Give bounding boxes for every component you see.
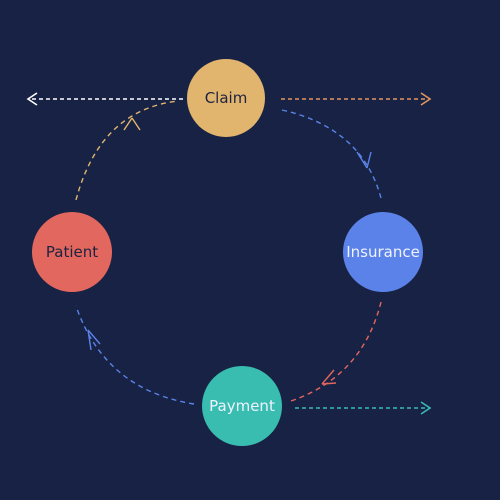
node-insurance-label: Insurance (346, 243, 420, 261)
node-patient-label: Patient (46, 243, 98, 261)
edge-payment-to-patient (75, 305, 195, 405)
edge-patient-to-claim (75, 100, 179, 201)
node-claim-label: Claim (205, 89, 248, 107)
arrowhead-claim-to-insurance (356, 151, 372, 169)
edge-insurance-to-payment (287, 301, 382, 403)
node-claim: Claim (187, 59, 265, 137)
node-insurance: Insurance (343, 212, 423, 292)
outgoing-claim-left (26, 92, 183, 106)
node-payment-label: Payment (209, 397, 275, 415)
arrowhead-payment-to-patient (87, 329, 101, 351)
edge-claim-to-insurance (281, 109, 382, 199)
outgoing-claim-right (281, 92, 432, 106)
node-payment: Payment (202, 366, 282, 446)
node-patient: Patient (32, 212, 112, 292)
outgoing-payment-right (295, 401, 432, 415)
arrowhead-insurance-to-payment (321, 369, 337, 385)
arrowhead-patient-to-claim (123, 117, 141, 131)
